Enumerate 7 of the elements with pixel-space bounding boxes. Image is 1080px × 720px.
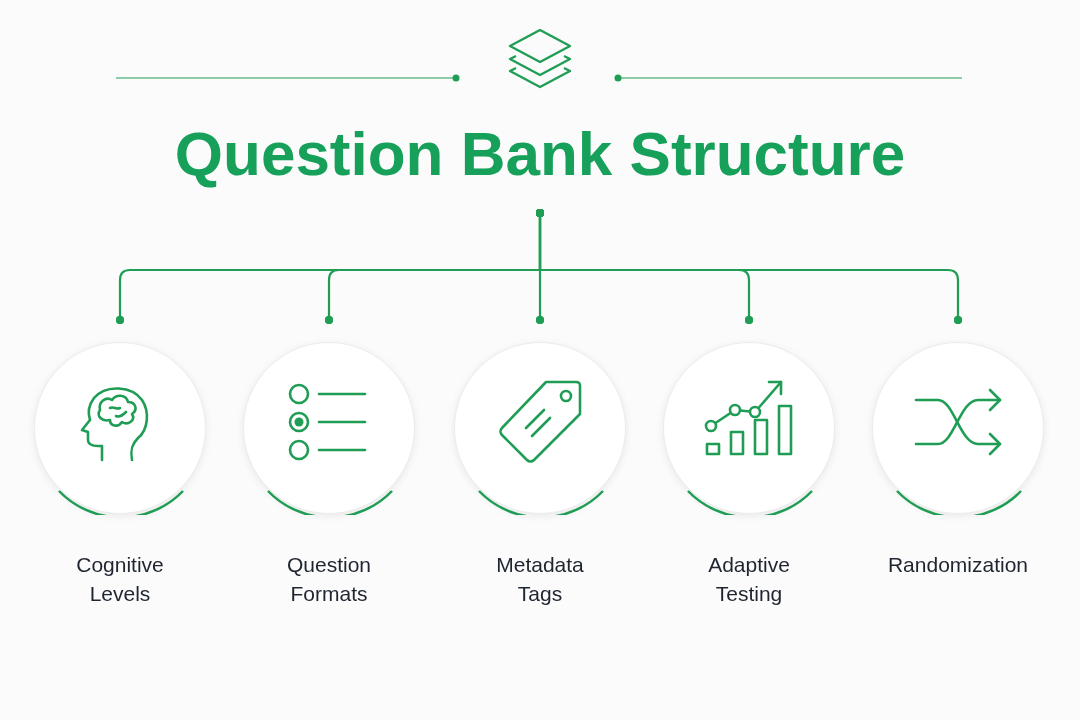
connector-line — [535, 208, 963, 325]
title: Question Bank Structure — [174, 118, 906, 190]
category-label: Randomization — [887, 552, 1029, 578]
category-label: Adaptive Testing — [708, 552, 790, 607]
category-label: Metadata Tags — [496, 552, 584, 607]
category-label: Question Formats — [286, 552, 372, 607]
category-label: Cognitive Levels — [76, 552, 164, 607]
